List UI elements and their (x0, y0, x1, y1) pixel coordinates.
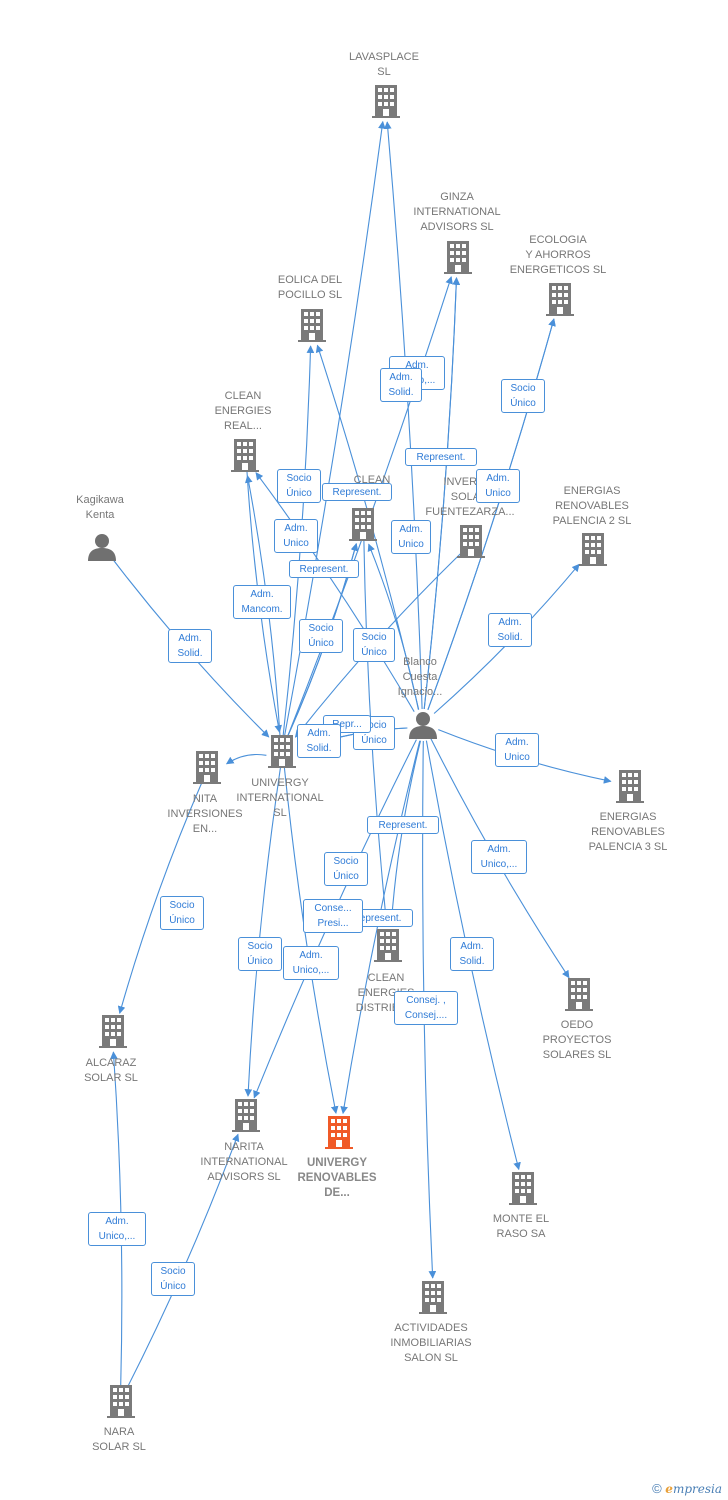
edge-univergy_int-to-nita (225, 753, 267, 765)
node-label-nita[interactable]: NITA INVERSIONES EN... (167, 793, 243, 835)
building-icon-ecologia[interactable] (546, 283, 574, 316)
building-icon-actividades[interactable] (419, 1281, 447, 1314)
node-label-univergy_int[interactable]: UNIVERGY INTERNATIONAL SL (236, 777, 324, 819)
building-icon-monte[interactable] (509, 1172, 537, 1205)
node-label-oedo[interactable]: OEDO PROYECTOS SOLARES SL (542, 1019, 612, 1061)
edge-label-nara-to-narita[interactable]: Socio Único (151, 1262, 195, 1296)
edge-blanco-to-ecologia (427, 318, 556, 710)
edge-label-blanco-to-clean_real[interactable]: Represent. (289, 560, 359, 578)
node-label-alcaraz[interactable]: ALCARAZ SOLAR SL (84, 1057, 138, 1084)
edge-label-nita-to-alcaraz[interactable]: Socio Único (160, 896, 204, 930)
building-icon-eolica[interactable] (298, 309, 326, 342)
edge-label-univergy_int-to-nita[interactable]: Adm. Solid. (297, 724, 341, 758)
edge-label-univergy_int-to-univergy_ren[interactable]: Socio Único (324, 852, 368, 886)
edge-label-univergy_int-to-clean_mid[interactable]: Adm. Unico (274, 519, 318, 553)
building-icon-ginza[interactable] (444, 241, 472, 274)
building-icon-clean_mid[interactable] (349, 508, 377, 541)
edge-label-blanco-to-energias_p2[interactable]: Adm. Solid. (488, 613, 532, 647)
edge-label-blanco-to-eolica[interactable]: Represent. (322, 483, 392, 501)
edge-blanco-to-lavasplace (383, 121, 423, 710)
node-label-clean_real[interactable]: CLEAN ENERGIES REAL... (214, 390, 272, 432)
building-icon-oedo[interactable] (565, 978, 593, 1011)
edge-blanco-to-clean_mid (367, 543, 419, 710)
edge-label-univergy_int-to-narita[interactable]: Socio Único (238, 937, 282, 971)
building-icon-lavasplace[interactable] (372, 85, 400, 118)
node-label-univergy_ren[interactable]: UNIVERGY RENOVABLES DE... (297, 1157, 377, 1199)
edge-label-nara-to-alcaraz[interactable]: Adm. Unico,... (88, 1212, 146, 1246)
empresia-logo: empresia (665, 1482, 722, 1496)
edge-label-blanco-to-oedo[interactable]: Adm. Unico,... (471, 840, 527, 874)
edge-label-blanco-to-ginza[interactable]: Represent. (405, 448, 477, 466)
building-icon-univergy_ren[interactable] (325, 1116, 353, 1149)
edge-label-clean_real-to-univergy_int[interactable]: Adm. Solid. (380, 368, 422, 402)
node-label-ecologia[interactable]: ECOLOGIA Y AHORROS ENERGETICOS SL (509, 234, 607, 276)
edge-label-blanco-to-energias_p3[interactable]: Adm. Unico (495, 733, 539, 767)
copyright[interactable]: © empresia (652, 1481, 722, 1496)
node-label-monte[interactable]: MONTE EL RASO SA (492, 1213, 550, 1240)
node-label-kagikawa[interactable]: Kagikawa Kenta (76, 494, 124, 521)
building-icon-inversiones_solares[interactable] (457, 525, 485, 558)
edge-univergy_int-to-narita (244, 767, 281, 1097)
edge-blanco-to-ginza (423, 277, 461, 710)
edge-label-blanco-to-ecologia[interactable]: Adm. Unico (476, 469, 520, 503)
node-label-blanco[interactable]: Blanco Cuesta Ignacio... (397, 656, 443, 698)
copyright-symbol: © (652, 1481, 662, 1496)
building-icon-clean_real[interactable] (231, 439, 259, 472)
edge-label-blanco-to-monte[interactable]: Adm. Solid. (450, 937, 494, 971)
edge-label-univergy_int-to-clean_real[interactable]: Adm. Mancom. (233, 585, 291, 619)
edge-nita-to-alcaraz (117, 782, 203, 1014)
node-label-narita[interactable]: NARITA INTERNATIONAL ADVISORS SL (200, 1141, 288, 1183)
edge-univergy_int-to-univergy_ren (283, 767, 339, 1114)
edge-label-blanco-to-clean_mid[interactable]: Adm. Unico (391, 520, 431, 554)
edge-label-kagikawa-to-univergy_int[interactable]: Adm. Solid. (168, 629, 212, 663)
node-label-actividades[interactable]: ACTIVIDADES INMOBILIARIAS SALON SL (390, 1322, 472, 1364)
building-icon-energias_p3[interactable] (616, 770, 644, 803)
edge-label-blanco-to-univergy_int[interactable]: Socio Único (353, 628, 395, 662)
edge-label-univergy_int-to-clean_mid[interactable]: Socio Único (299, 619, 343, 653)
person-icon-blanco[interactable] (409, 712, 437, 739)
building-icon-energias_p2[interactable] (579, 533, 607, 566)
edge-label-clean_mid-to-clean_distrib[interactable]: Conse... Presi... (303, 899, 363, 933)
node-label-lavasplace[interactable]: LAVASPLACE SL (349, 51, 419, 78)
node-label-ginza[interactable]: GINZA INTERNATIONAL ADVISORS SL (413, 191, 501, 233)
building-icon-alcaraz[interactable] (99, 1015, 127, 1048)
edge-label-blanco-to-narita[interactable]: Adm. Unico,... (283, 946, 339, 980)
edge-label-blanco-to-actividades[interactable]: Consej. , Consej.... (394, 991, 458, 1025)
node-label-energias_p3[interactable]: ENERGIAS RENOVABLES PALENCIA 3 SL (588, 811, 668, 853)
person-icon-kagikawa[interactable] (88, 534, 116, 561)
building-icon-univergy_int[interactable] (268, 735, 296, 768)
building-icon-nara[interactable] (107, 1385, 135, 1418)
building-icon-clean_distrib[interactable] (374, 929, 402, 962)
edge-label-blanco-to-clean_distrib[interactable]: Represent. (367, 816, 439, 834)
edge-label-blanco-to-ecologia[interactable]: Socio Único (501, 379, 545, 413)
edge-label-univergy_int-to-eolica[interactable]: Socio Único (277, 469, 321, 503)
building-icon-narita[interactable] (232, 1099, 260, 1132)
node-label-nara[interactable]: NARA SOLAR SL (92, 1426, 146, 1453)
node-label-energias_p2[interactable]: ENERGIAS RENOVABLES PALENCIA 2 SL (552, 485, 632, 527)
node-label-eolica[interactable]: EOLICA DEL POCILLO SL (277, 274, 343, 301)
